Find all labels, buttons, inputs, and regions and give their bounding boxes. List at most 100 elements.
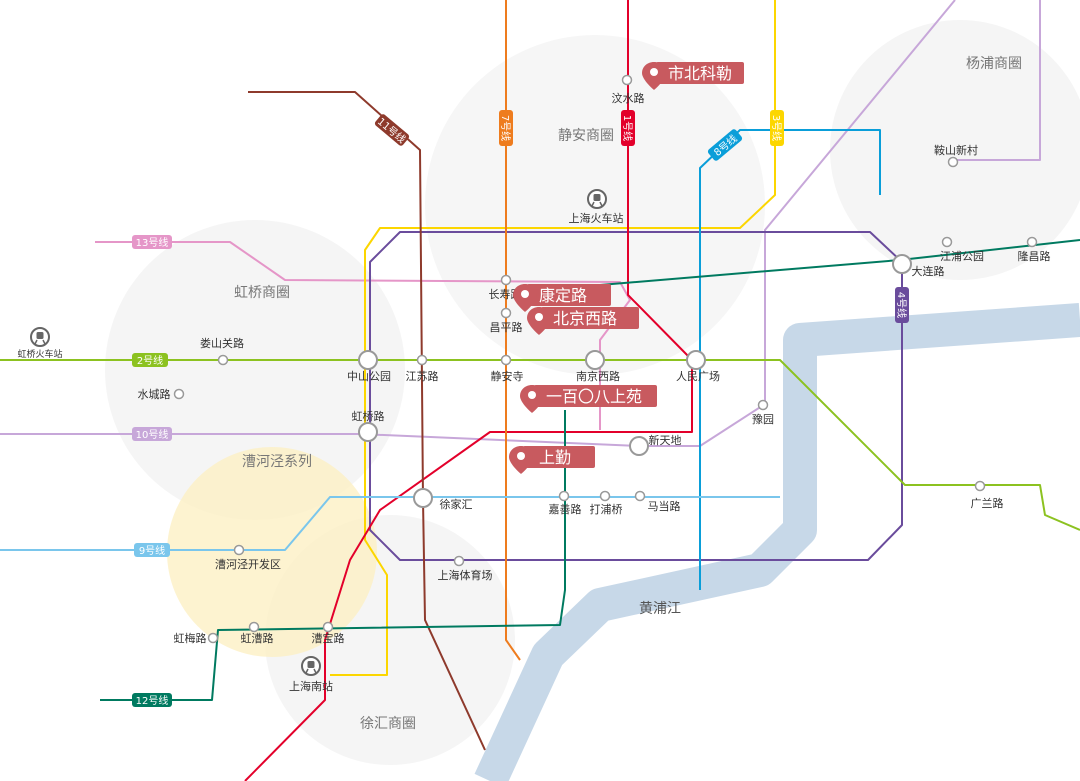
station-dot-anshan[interactable] <box>947 156 959 168</box>
line-tag-1[interactable]: 1号线 <box>621 110 635 146</box>
station-label-shanghai-station: 上海火车站 <box>569 211 624 225</box>
station-label-hongcao: 虹漕路 <box>241 631 274 645</box>
station-dot-caohejing-dev[interactable] <box>233 544 245 556</box>
poi-label-shangqin: 上勤 <box>539 448 571 467</box>
area-halo-caohejing <box>167 447 377 657</box>
line-tag-3-label: 3号线 <box>770 115 783 141</box>
train-icons <box>30 189 607 676</box>
line-tag-2-label: 2号线 <box>137 354 163 367</box>
area-label-jingan: 静安商圈 <box>558 128 614 144</box>
area-label-hongqiao: 虹桥商圈 <box>234 285 290 301</box>
station-dot-stadium[interactable] <box>453 555 465 567</box>
station-dot-zhongshan[interactable] <box>358 350 378 370</box>
area-label-xuhui: 徐汇商圈 <box>360 716 416 732</box>
station-label-jiangsu: 江苏路 <box>406 370 439 383</box>
station-label-dalian: 大连路 <box>912 264 945 278</box>
station-label-changshou: 长寿路 <box>489 287 522 301</box>
line-8-route <box>699 129 881 590</box>
line-tag-10[interactable]: 10号线 <box>132 427 172 441</box>
line-tag-9[interactable]: 9号线 <box>134 543 170 557</box>
station-label-xintiandi: 新天地 <box>649 433 682 447</box>
line-tag-4[interactable]: 4号线 <box>895 287 909 323</box>
station-dot-jingansi[interactable] <box>500 354 512 366</box>
line-tag-7[interactable]: 7号线 <box>499 110 513 146</box>
line-tag-3[interactable]: 3号线 <box>770 110 784 146</box>
station-label-caobao: 漕宝路 <box>312 631 345 645</box>
station-label-anshan: 鞍山新村 <box>934 143 978 157</box>
station-dot-nanjingxi[interactable] <box>585 350 605 370</box>
station-label-jiashan: 嘉善路 <box>549 502 582 516</box>
station-label-zhongshan: 中山公园 <box>347 370 391 383</box>
station-label-jiangpu: 江浦公园 <box>940 250 984 263</box>
station-dot-dapuqiao[interactable] <box>599 490 611 502</box>
station-dot-loushanguan[interactable] <box>217 354 229 366</box>
line-tag-4-label: 4号线 <box>895 292 908 318</box>
station-label-caohejing-dev: 漕河泾开发区 <box>215 557 281 571</box>
interchange-stations <box>358 254 912 508</box>
river-label: 黄浦江 <box>639 600 681 617</box>
station-dot-caobao[interactable] <box>322 621 334 633</box>
line-tag-13[interactable]: 13号线 <box>132 235 172 249</box>
station-dot-renmin[interactable] <box>686 350 706 370</box>
poi-marker-kangding[interactable]: 康定路 <box>513 284 611 312</box>
poi-marker-shibei[interactable]: 市北科勒 <box>642 62 744 90</box>
station-label-dapuqiao: 打浦桥 <box>590 502 623 516</box>
huangpu-river <box>474 303 1080 781</box>
poi-marker-beijingxi[interactable]: 北京西路 <box>527 307 639 335</box>
line-11-route <box>248 91 486 751</box>
station-dot-dalian[interactable] <box>892 254 912 274</box>
station-dot-xintiandi[interactable] <box>629 436 649 456</box>
area-label-yangpu: 杨浦商圈 <box>966 56 1022 72</box>
line-2-route <box>0 359 1080 531</box>
station-label-yuyuan: 豫园 <box>752 413 774 426</box>
location-pin-dot <box>528 391 536 399</box>
line-tag-11[interactable]: 11号线 <box>374 113 411 147</box>
station-dot-longchang[interactable] <box>1026 236 1038 248</box>
line-tag-2[interactable]: 2号线 <box>132 353 168 367</box>
station-label-hongqiao-station: 虹桥火车站 <box>17 348 62 360</box>
station-dot-guanglan[interactable] <box>974 480 986 492</box>
station-dot-jiangsu[interactable] <box>416 354 428 366</box>
station-label-nanjingxi: 南京西路 <box>576 369 620 383</box>
poi-marker-yibailingba[interactable]: 一百〇八上苑 <box>520 385 657 413</box>
station-dot-jiashan[interactable] <box>558 490 570 502</box>
station-label-renmin: 人民广场 <box>676 369 720 383</box>
line-1-route <box>244 0 693 781</box>
station-dot-hongmei[interactable] <box>207 632 219 644</box>
station-dot-shuicheng[interactable] <box>173 388 185 400</box>
area-label-caohejing: 漕河泾系列 <box>242 454 312 470</box>
station-label-madang: 马当路 <box>648 499 681 513</box>
station-label-hongqiao-road: 虹桥路 <box>352 410 385 423</box>
line-tag-9-label: 9号线 <box>139 544 165 557</box>
line-7-route <box>505 0 521 661</box>
station-label-stadium: 上海体育场 <box>438 568 493 582</box>
station-dot-changshou[interactable] <box>500 274 512 286</box>
line-tag-10-label: 10号线 <box>136 428 169 441</box>
train-station-icon <box>30 327 50 347</box>
location-pin-dot <box>517 452 525 460</box>
line-tag-12[interactable]: 12号线 <box>132 693 172 707</box>
station-dot-madang[interactable] <box>634 490 646 502</box>
station-label-south-station: 上海南站 <box>289 679 333 693</box>
station-dot-wenshui[interactable] <box>621 74 633 86</box>
area-labels: 静安商圈 虹桥商圈 杨浦商圈 徐汇商圈 漕河泾系列 黄浦江 <box>234 56 1022 732</box>
location-pin-dot <box>535 313 543 321</box>
area-halo-yangpu <box>830 20 1080 280</box>
station-dot-hongcao[interactable] <box>248 621 260 633</box>
station-labels: 汶水路 鞍山新村 上海火车站 江浦公园 隆昌路 大连路 长寿路 昌平路 虹桥火车… <box>17 91 1050 693</box>
location-pin-dot <box>650 68 658 76</box>
station-label-shuicheng: 水城路 <box>138 388 171 401</box>
poi-label-beijingxi: 北京西路 <box>553 309 617 328</box>
station-dot-yuyuan[interactable] <box>757 399 769 411</box>
station-dot-jiangpu[interactable] <box>941 236 953 248</box>
station-dot-hongqiao-road[interactable] <box>358 422 378 442</box>
station-dot-xujiahui[interactable] <box>413 488 433 508</box>
poi-marker-shangqin[interactable]: 上勤 <box>509 446 595 474</box>
line-13-route <box>95 241 631 430</box>
station-label-changping: 昌平路 <box>490 321 523 334</box>
station-dot-changping[interactable] <box>500 307 512 319</box>
station-label-loushanguan: 娄山关路 <box>200 336 244 350</box>
station-label-longchang: 隆昌路 <box>1018 249 1051 263</box>
